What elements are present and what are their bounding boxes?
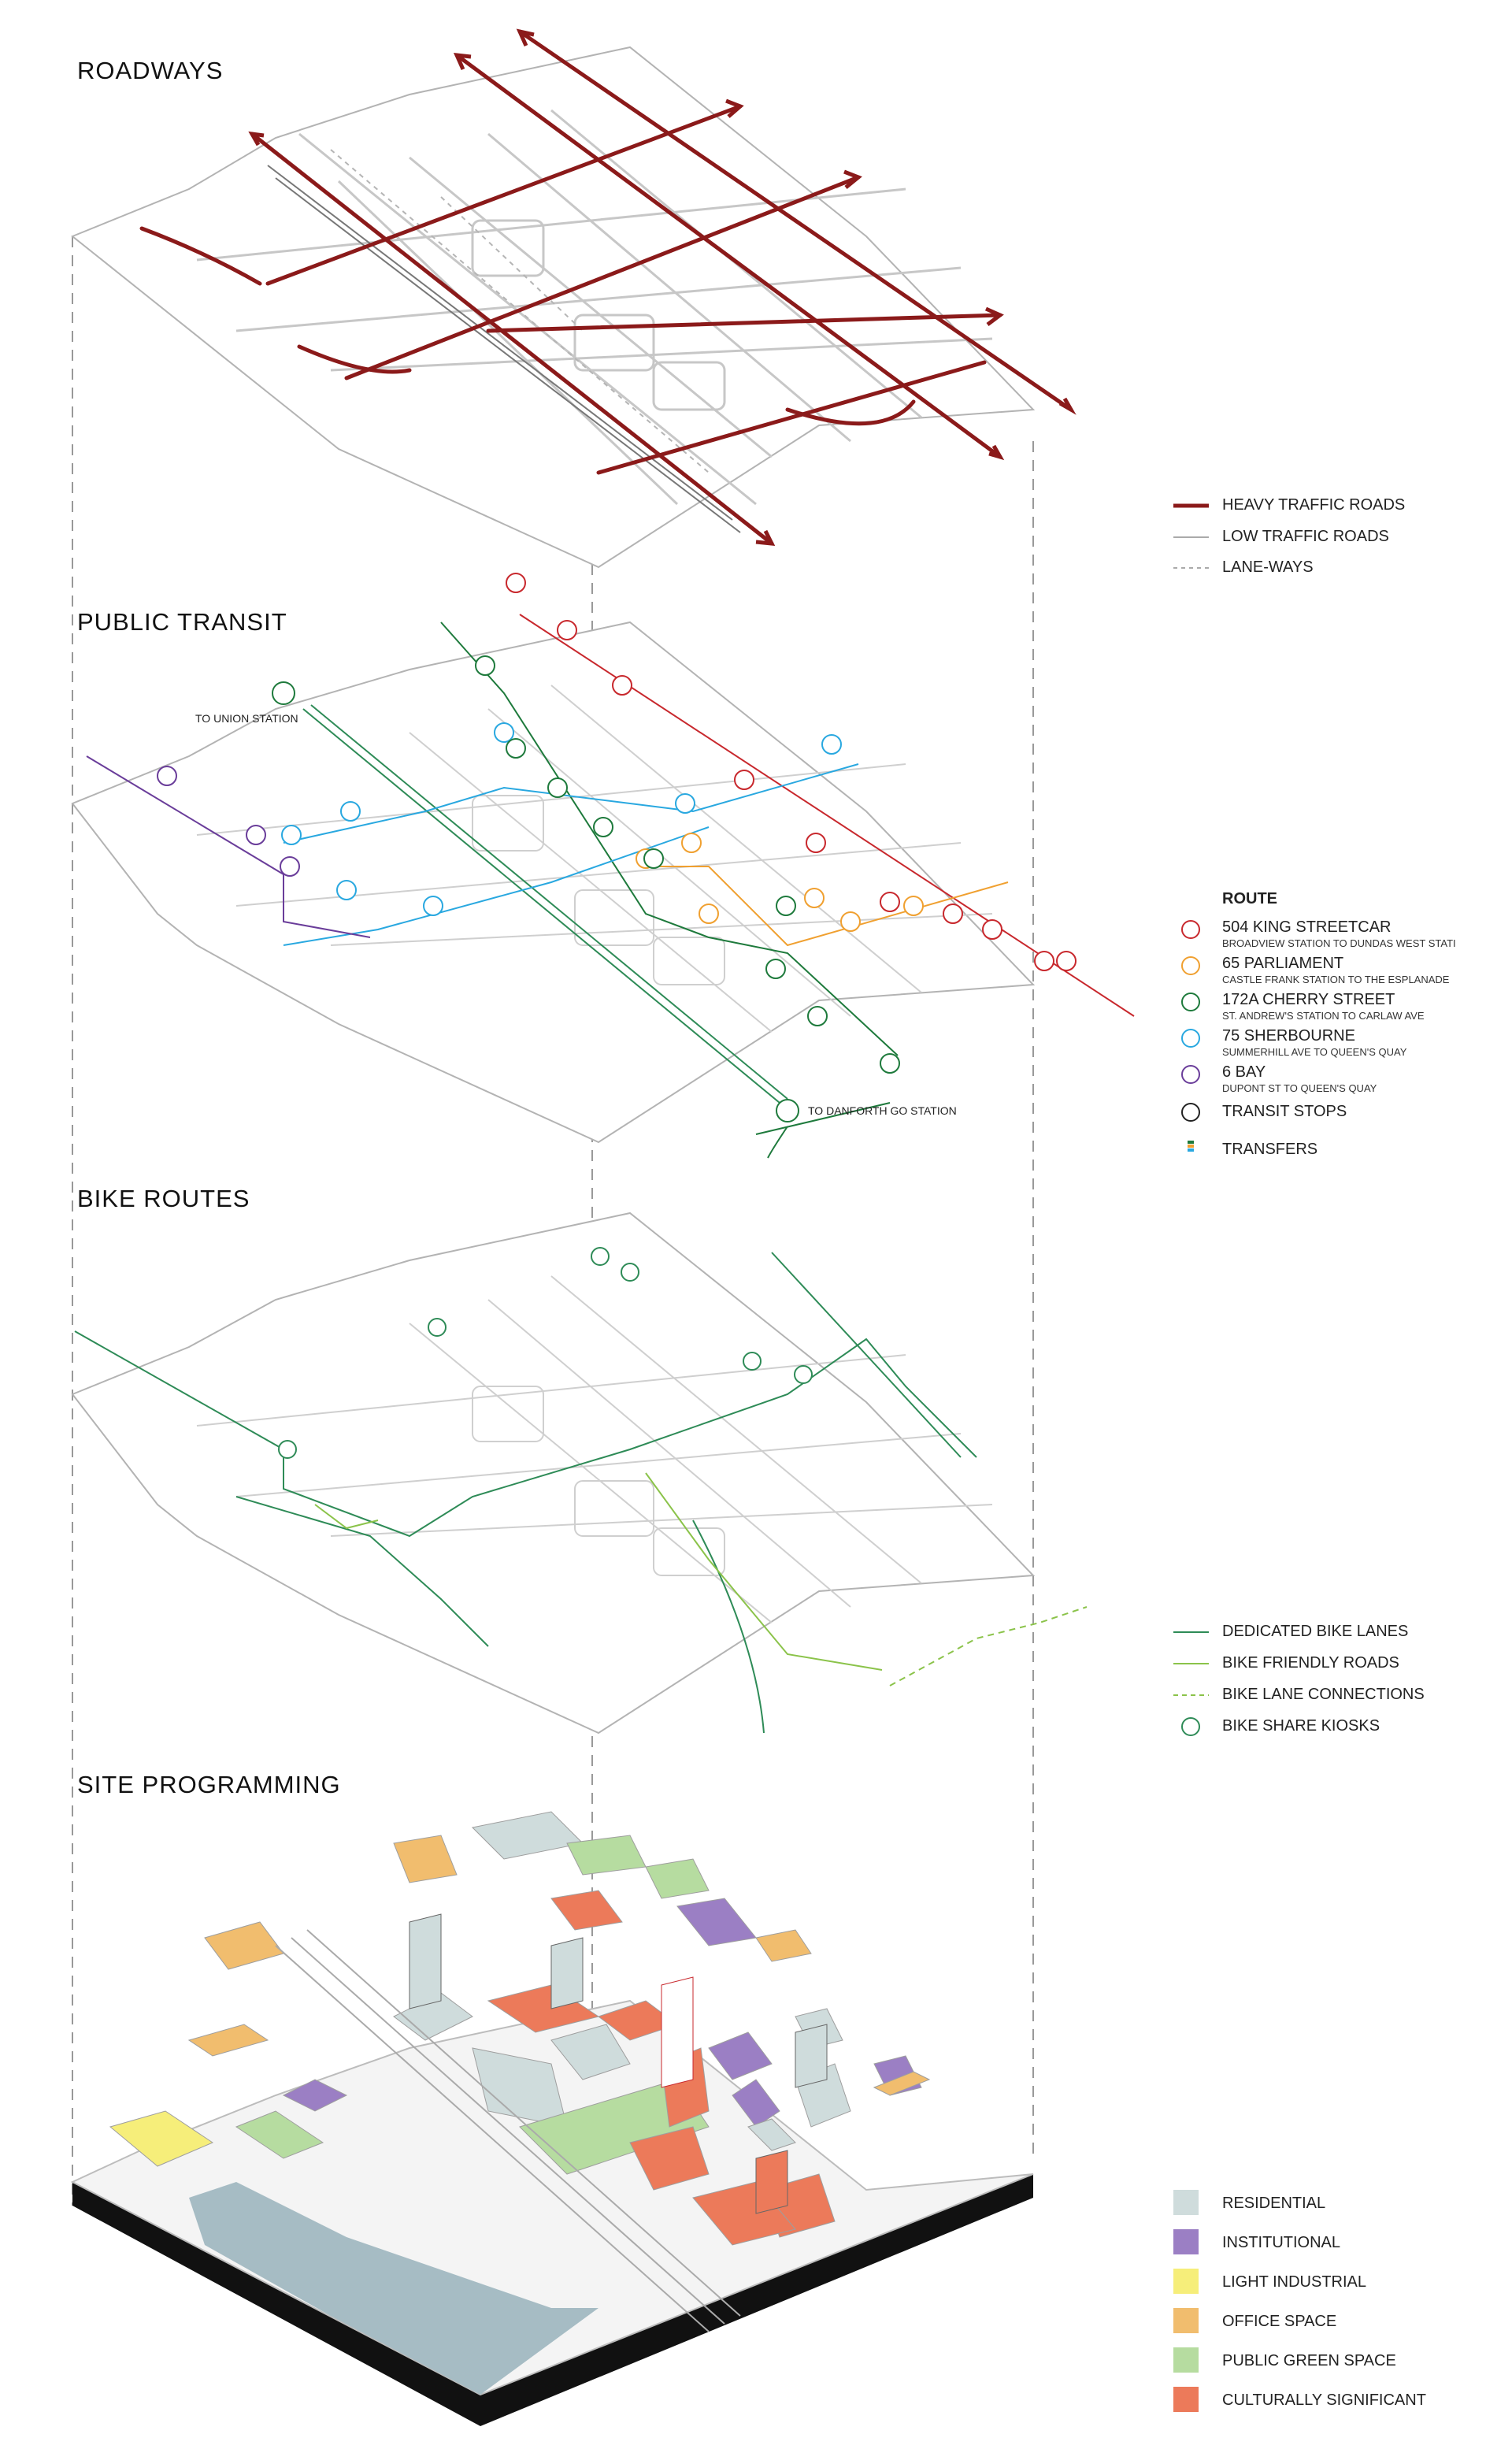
annotation-union-station: TO UNION STATION [195, 712, 298, 725]
swatch-light-industrial [1173, 2269, 1199, 2294]
legend-culturally-significant: CULTURALLY SIGNIFICANT [1222, 2391, 1426, 2409]
bike-friendly-roads [314, 1472, 883, 1671]
legend-route-172a: 172A CHERRY STREET [1222, 991, 1395, 1008]
site-water [189, 2182, 598, 2395]
legend-institutional: INSTITUTIONAL [1222, 2234, 1341, 2251]
go-rail-line [302, 704, 788, 1104]
rail-viaduct [267, 165, 741, 533]
legend-bike-friendly-roads: BIKE FRIENDLY ROADS [1222, 1654, 1399, 1672]
legend-route-65: 65 PARLIAMENT [1222, 955, 1344, 972]
transit-legend-icons [1181, 920, 1200, 1152]
legend-low-traffic-roads: LOW TRAFFIC ROADS [1222, 528, 1389, 545]
legend-bike-lane-connections: BIKE LANE CONNECTIONS [1222, 1686, 1425, 1703]
section-title-bike-routes: BIKE ROUTES [77, 1185, 250, 1212]
swatch-institutional [1173, 2229, 1199, 2254]
bike-lane-connections [889, 1606, 1088, 1686]
legend-lane-ways: LANE-WAYS [1222, 558, 1314, 576]
legend-light-industrial: LIGHT INDUSTRIAL [1222, 2273, 1366, 2291]
section-title-site-programming: SITE PROGRAMMING [77, 1771, 341, 1798]
site-railway-corridor [275, 1929, 741, 2332]
bike-street-grid [196, 1275, 993, 1623]
site-programming-layer [70, 1811, 1034, 2426]
legend-route-172a-sub: ST. ANDREW'S STATION TO CARLAW AVE [1222, 1010, 1425, 1022]
legend-bike-share-kiosks: BIKE SHARE KIOSKS [1222, 1717, 1380, 1735]
legend-route-504-sub: BROADVIEW STATION TO DUNDAS WEST STATI [1222, 937, 1456, 949]
heavy-road-arrowheads [248, 28, 1077, 546]
legend-transfers: TRANSFERS [1222, 1141, 1318, 1158]
legend-transit-stops: TRANSIT STOPS [1222, 1103, 1347, 1120]
legend-route-75-sub: SUMMERHILL AVE TO QUEEN'S QUAY [1222, 1046, 1407, 1058]
roadways-legend-lines [1173, 503, 1209, 569]
annotation-danforth-station: TO DANFORTH GO STATION [808, 1104, 957, 1117]
legend-residential: RESIDENTIAL [1222, 2195, 1326, 2212]
bike-legend-lines [1173, 1631, 1209, 1736]
section-title-public-transit: PUBLIC TRANSIT [77, 608, 287, 636]
transit-stops [157, 573, 1077, 1122]
swatch-office-space [1173, 2308, 1199, 2333]
legend-public-green-space: PUBLIC GREEN SPACE [1222, 2352, 1396, 2369]
bike-share-kiosks [278, 1247, 813, 1459]
transit-danforth-spur [767, 1126, 788, 1159]
transit-street-grid [196, 685, 993, 1033]
legend-route-65-sub: CASTLE FRANK STATION TO THE ESPLANADE [1222, 974, 1450, 985]
legend-dedicated-bike-lanes: DEDICATED BIKE LANES [1222, 1623, 1409, 1640]
legend-route-6: 6 BAY [1222, 1063, 1266, 1081]
swatch-culturally-significant [1173, 2387, 1199, 2412]
public-transit-layer [71, 573, 1135, 1159]
legend-heavy-traffic-roads: HEAVY TRAFFIC ROADS [1222, 496, 1406, 514]
route-65-parliament [646, 866, 1009, 947]
site-towers [409, 1913, 828, 2214]
bike-routes-layer [71, 1212, 1088, 1735]
section-title-roadways: ROADWAYS [77, 57, 224, 84]
route-75-sherbourne [283, 763, 859, 946]
legend-route-504: 504 KING STREETCAR [1222, 918, 1392, 936]
site-solid-base [72, 2174, 1033, 2426]
roadways-layer [71, 28, 1077, 569]
legend-route-6-sub: DUPONT ST TO QUEEN'S QUAY [1222, 1082, 1377, 1094]
dedicated-bike-lanes [74, 1252, 977, 1734]
route-6-bay [86, 755, 371, 938]
route-172a-cherry [440, 622, 899, 1135]
roadways-base-plate [71, 46, 1036, 569]
legend-route-75: 75 SHERBOURNE [1222, 1027, 1355, 1045]
swatch-residential [1173, 2190, 1199, 2215]
legend-office-space: OFFICE SPACE [1222, 2313, 1337, 2330]
swatch-public-green-space [1173, 2347, 1199, 2373]
legend-route-heading: ROUTE [1222, 890, 1277, 907]
heavy-traffic-roads [139, 29, 1073, 546]
